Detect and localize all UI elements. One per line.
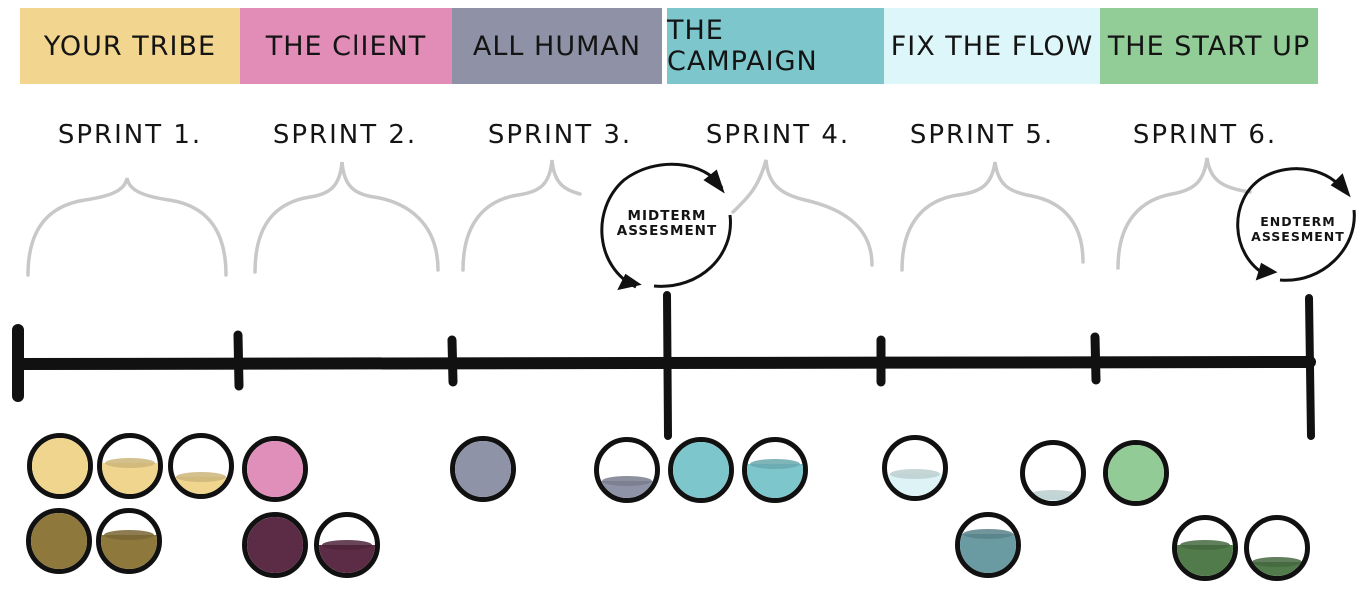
endterm-cycle-arrow	[1236, 167, 1356, 282]
sprint-label-5: SPRINT 5.	[909, 120, 1055, 150]
progress-ball	[450, 436, 516, 502]
tick-sprint-1-end	[233, 330, 244, 391]
progress-ball	[96, 508, 162, 574]
progress-ball	[742, 437, 808, 503]
tick-endterm	[1305, 294, 1315, 440]
endterm-assessment-label: ENDTERM ASSESMENT	[1238, 214, 1358, 244]
header-fix-the-flow: FIX THE FLOW	[884, 8, 1100, 84]
midterm-line-1: MIDTERM	[627, 208, 707, 224]
endterm-line-2: ASSESMENT	[1251, 229, 1345, 244]
midterm-assessment-label: MIDTERM ASSESMENT	[603, 209, 731, 239]
progress-ball	[168, 433, 234, 499]
header-your-tribe: YOUR TRIBE	[20, 8, 240, 84]
brace-sprint-3	[461, 159, 582, 272]
progress-ball	[26, 508, 92, 574]
tick-sprint-5-end	[1090, 332, 1101, 385]
brace-sprint-2	[253, 161, 440, 274]
progress-ball	[1020, 440, 1086, 506]
progress-ball	[27, 433, 93, 499]
header-the-start-up: THE START UP	[1100, 8, 1318, 84]
header-all-human: ALL HUMAN	[452, 8, 662, 84]
brace-sprint-5	[900, 161, 1085, 272]
sprint-label-6: SPRINT 6.	[1132, 120, 1278, 150]
progress-ball	[242, 512, 308, 578]
brace-sprint-6	[1116, 157, 1252, 270]
tick-sprint-2-end	[447, 335, 458, 387]
timeline	[12, 291, 1316, 440]
tick-midterm	[663, 291, 672, 440]
midterm-cycle-arrow	[600, 162, 732, 291]
progress-ball	[314, 512, 380, 578]
progress-ball	[882, 435, 948, 501]
sprint-braces	[26, 157, 1252, 277]
progress-ball	[1244, 515, 1310, 581]
progress-ball	[1172, 515, 1238, 581]
brace-sprint-4	[731, 159, 874, 267]
progress-ball	[242, 436, 308, 502]
header-the-campaign: THE CAMPAIGN	[667, 8, 884, 84]
progress-ball	[1103, 440, 1169, 506]
progress-ball	[668, 437, 734, 503]
progress-ball	[594, 437, 660, 503]
progress-ball	[955, 512, 1021, 578]
endterm-line-1: ENDTERM	[1260, 214, 1336, 229]
brace-sprint-1	[26, 177, 228, 277]
sprint-label-3: SPRINT 3.	[487, 120, 633, 150]
progress-ball	[97, 433, 163, 499]
sprint-label-4: SPRINT 4.	[705, 120, 851, 150]
header-the-client: THE ClIENT	[240, 8, 452, 84]
midterm-line-2: ASSESMENT	[616, 223, 718, 239]
sprint-label-1: SPRINT 1.	[57, 120, 203, 150]
sprint-label-2: SPRINT 2.	[272, 120, 418, 150]
